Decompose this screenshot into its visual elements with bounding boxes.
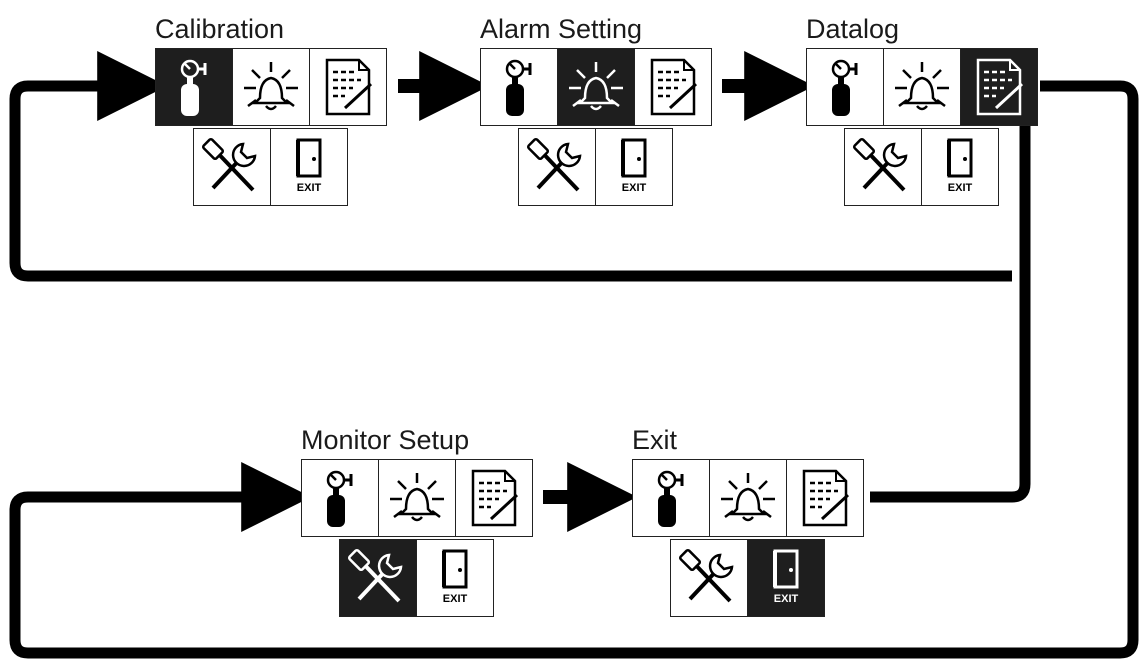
exit-door-icon[interactable]: EXIT — [747, 539, 825, 617]
tools-icon[interactable] — [670, 539, 748, 617]
menu-title: Exit — [632, 425, 678, 455]
exit-label: EXIT — [297, 182, 322, 194]
alarm-bell-icon[interactable] — [232, 48, 310, 126]
tools-icon[interactable] — [518, 128, 596, 206]
exit-label: EXIT — [443, 593, 468, 605]
exit-label: EXIT — [774, 593, 799, 605]
alarm-bell-icon[interactable] — [883, 48, 961, 126]
calibration-gas-icon[interactable] — [301, 459, 379, 537]
datalog-icon[interactable] — [786, 459, 864, 537]
exit-door-icon[interactable]: EXIT — [921, 128, 999, 206]
datalog-icon[interactable] — [309, 48, 387, 126]
exit-door-icon[interactable]: EXIT — [270, 128, 348, 206]
tools-icon[interactable] — [193, 128, 271, 206]
exit-label: EXIT — [622, 182, 647, 194]
alarm-bell-icon[interactable] — [378, 459, 456, 537]
calibration-gas-icon[interactable] — [480, 48, 558, 126]
datalog-icon[interactable] — [960, 48, 1038, 126]
exit-door-icon[interactable]: EXIT — [595, 128, 673, 206]
datalog-icon[interactable] — [634, 48, 712, 126]
calibration-gas-icon[interactable] — [806, 48, 884, 126]
calibration-gas-icon[interactable] — [155, 48, 233, 126]
loop-connector-bottom — [9, 80, 1139, 659]
menu-title: Datalog — [806, 14, 900, 44]
loop-connector-left — [9, 80, 1012, 282]
calibration-gas-icon[interactable] — [632, 459, 710, 537]
menu-title: Alarm Setting — [480, 14, 643, 44]
menu-title: Calibration — [155, 14, 285, 44]
exit-label: EXIT — [948, 182, 973, 194]
tools-icon[interactable] — [844, 128, 922, 206]
menu-title: Monitor Setup — [301, 425, 470, 455]
alarm-bell-icon[interactable] — [709, 459, 787, 537]
exit-door-icon[interactable]: EXIT — [416, 539, 494, 617]
alarm-bell-icon[interactable] — [557, 48, 635, 126]
tools-icon[interactable] — [339, 539, 417, 617]
datalog-icon[interactable] — [455, 459, 533, 537]
